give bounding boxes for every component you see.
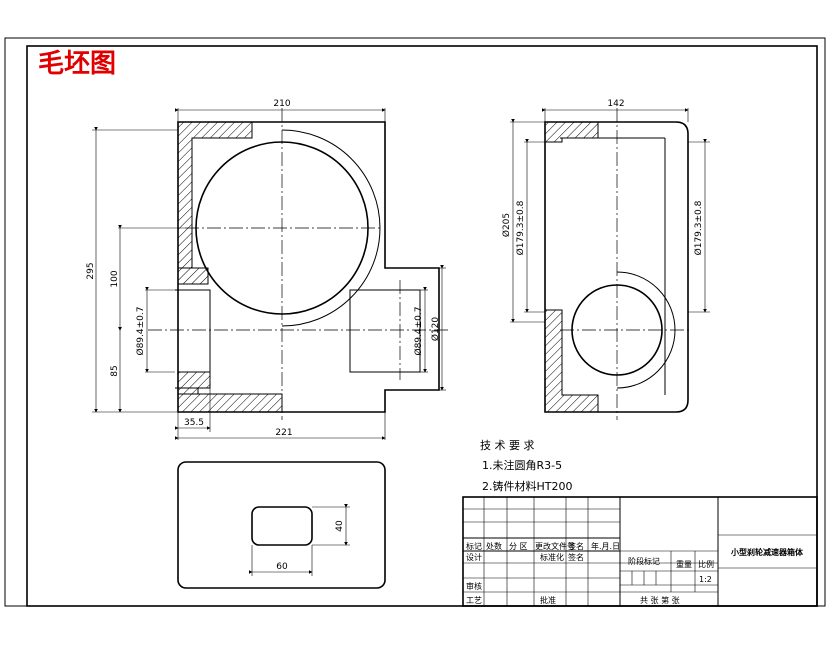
title-block: 标记 处数 分 区 更改文件号 签名 年.月.日 设计 标准化 签名 审核 工艺… [462,496,818,607]
dim-front-height-lower: 85 [110,365,120,376]
dim-front-boss-right: Ø120 [430,317,441,342]
tb-label-mark: 标记 [466,541,482,551]
inner-border [26,45,818,607]
tb-label-approve: 批准 [540,595,556,605]
tb-label-design: 设计 [466,552,482,562]
tb-label-scale: 比例 [698,559,714,569]
tb-label-standard: 标准化 [540,552,564,562]
dim-side-width-top: 142 [607,99,624,109]
tb-label-process: 工艺 [466,596,482,605]
side-view: 142 Ø205 Ø179.3±0.8 Ø179.3±0.8 [501,99,710,420]
tb-label-check: 审核 [466,581,482,591]
front-view: 210 295 100 85 Ø89.4±0.7 Ø89.4±0.7 Ø120 … [86,99,450,440]
tb-part-name: 小型刹轮减速器箱体 [730,547,804,557]
dim-bottom-width: 60 [276,562,288,572]
tb-label-weight: 重量 [676,559,692,569]
tb-label-sign-2: 签名 [568,552,584,562]
dim-front-bore-right: Ø89.4±0.7 [413,307,424,356]
tech-req-item-2: 2.铸件材料HT200 [482,479,572,493]
dim-side-dia-outer: Ø205 [501,213,512,237]
tech-req-item-1: 1.未注圆角R3-5 [482,458,562,472]
tb-scale-value: 1:2 [699,575,712,584]
tb-label-sign: 签名 [568,541,584,551]
drawing-title: 毛坯图 [38,49,116,79]
dim-front-height-upper: 100 [110,270,120,287]
dim-side-dia-right: Ø179.3±0.8 [693,200,704,255]
tb-label-stage: 阶段标记 [628,556,660,566]
tb-sheets: 共 张 第 张 [640,595,680,605]
tb-label-zone: 分 区 [509,542,528,551]
dim-front-height-total: 295 [86,262,96,279]
tb-label-count: 处数 [486,541,502,551]
dim-front-width-bottom: 221 [275,428,292,438]
tech-req-heading: 技 术 要 求 [480,439,535,452]
dim-front-bore-left: Ø89.4±0.7 [135,307,146,356]
dim-bottom-height: 40 [335,520,345,532]
tb-label-change-doc: 更改文件号 [535,541,575,551]
dim-side-dia-left: Ø179.3±0.8 [515,200,526,255]
dim-front-wall: 35.5 [184,418,204,428]
dim-front-width-top: 210 [273,99,290,109]
bottom-view: 40 60 [177,461,386,589]
tb-label-date: 年.月.日 [591,541,620,551]
